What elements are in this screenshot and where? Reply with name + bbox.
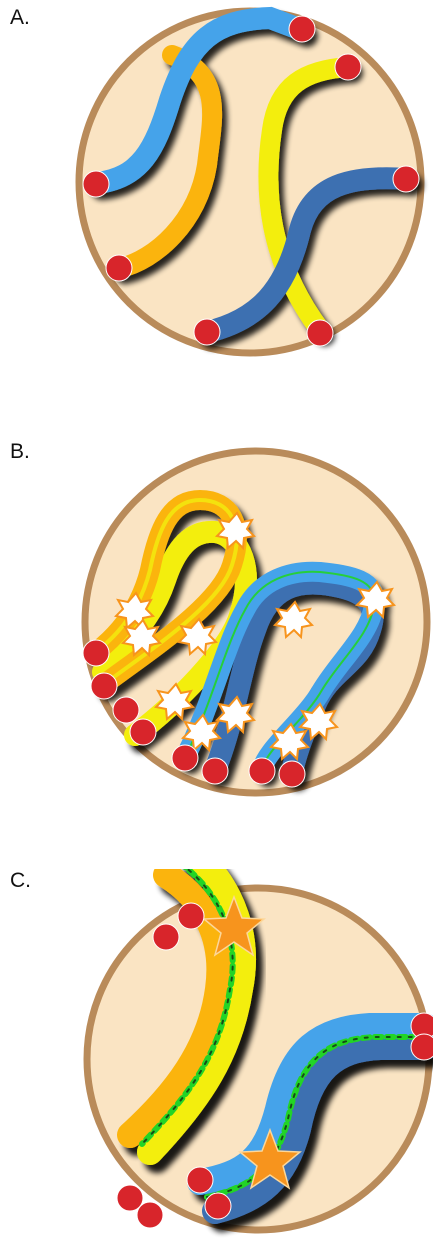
telomere-dot	[289, 16, 315, 42]
telomere-dot	[279, 761, 305, 787]
panel-a-diagram	[0, 0, 433, 370]
telomere-dot	[249, 758, 275, 784]
panel-c-diagram	[0, 869, 433, 1238]
telomere-dot	[91, 673, 117, 699]
telomere-dot	[83, 640, 109, 666]
telomere-dot	[393, 166, 419, 192]
telomere-dot	[202, 758, 228, 784]
panel-b-diagram	[0, 440, 433, 820]
telomere-dot	[178, 903, 204, 929]
telomere-dot	[205, 1193, 231, 1219]
telomere-dot	[307, 320, 333, 346]
telomere-dot	[106, 255, 132, 281]
telomere-dot	[335, 54, 361, 80]
telomere-dot	[172, 745, 198, 771]
telomere-dot	[187, 1167, 213, 1193]
telomere-dot	[194, 319, 220, 345]
telomere-dot	[83, 171, 109, 197]
telomere-dot	[130, 719, 156, 745]
telomere-dot	[113, 697, 139, 723]
telomere-dot	[137, 1202, 163, 1228]
telomere-dot	[411, 1034, 433, 1060]
telomere-dot	[153, 924, 179, 950]
